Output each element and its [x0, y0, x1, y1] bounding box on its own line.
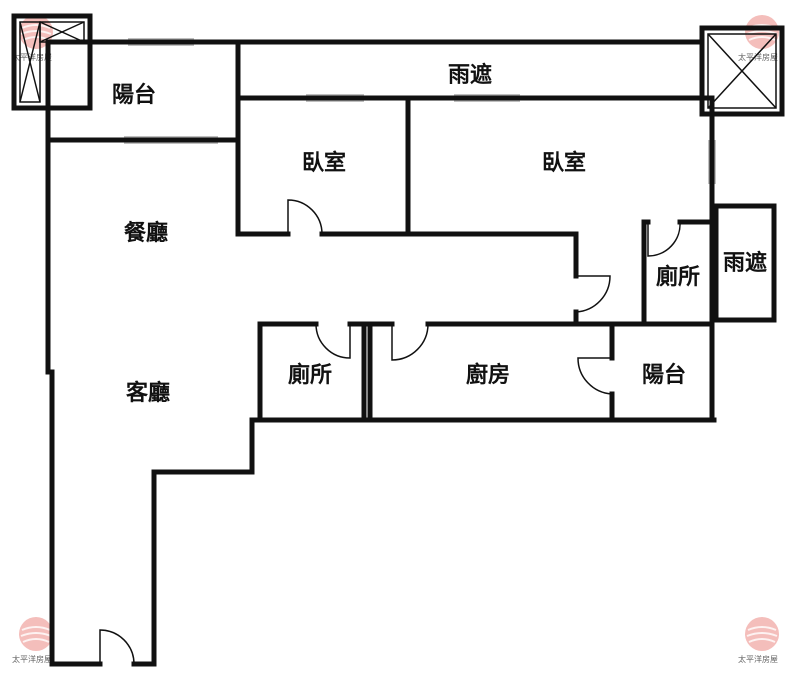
room-canopy-right: 雨遮 — [723, 250, 767, 276]
doors — [99, 199, 681, 665]
walls — [45, 39, 777, 667]
room-toilet-left: 廁所 — [288, 362, 332, 388]
room-labels: 陽台 雨遮 臥室 臥室 餐廳 客廳 廁所 廚房 陽台 廁所 雨遮 — [112, 62, 767, 406]
room-bedroom-right: 臥室 — [542, 150, 586, 176]
watermark-text: 太平洋房屋 — [738, 654, 778, 664]
windows — [124, 38, 716, 184]
room-canopy-top: 雨遮 — [448, 62, 492, 88]
watermark-text: 太平洋房屋 — [12, 654, 52, 664]
room-balcony-right: 陽台 — [642, 362, 686, 388]
room-dining: 餐廳 — [124, 220, 168, 246]
room-toilet-right: 廁所 — [656, 264, 700, 290]
room-bedroom-left: 臥室 — [302, 150, 346, 176]
room-kitchen: 廚房 — [466, 362, 510, 388]
watermark-bottom-right: 太平洋房屋 — [738, 617, 779, 664]
room-balcony-top: 陽台 — [112, 82, 156, 108]
room-living: 客廳 — [126, 380, 170, 406]
watermark-bottom-left: 太平洋房屋 — [12, 617, 53, 664]
light-shaft-left — [11, 13, 93, 111]
watermark-text: 太平洋房屋 — [738, 52, 778, 62]
